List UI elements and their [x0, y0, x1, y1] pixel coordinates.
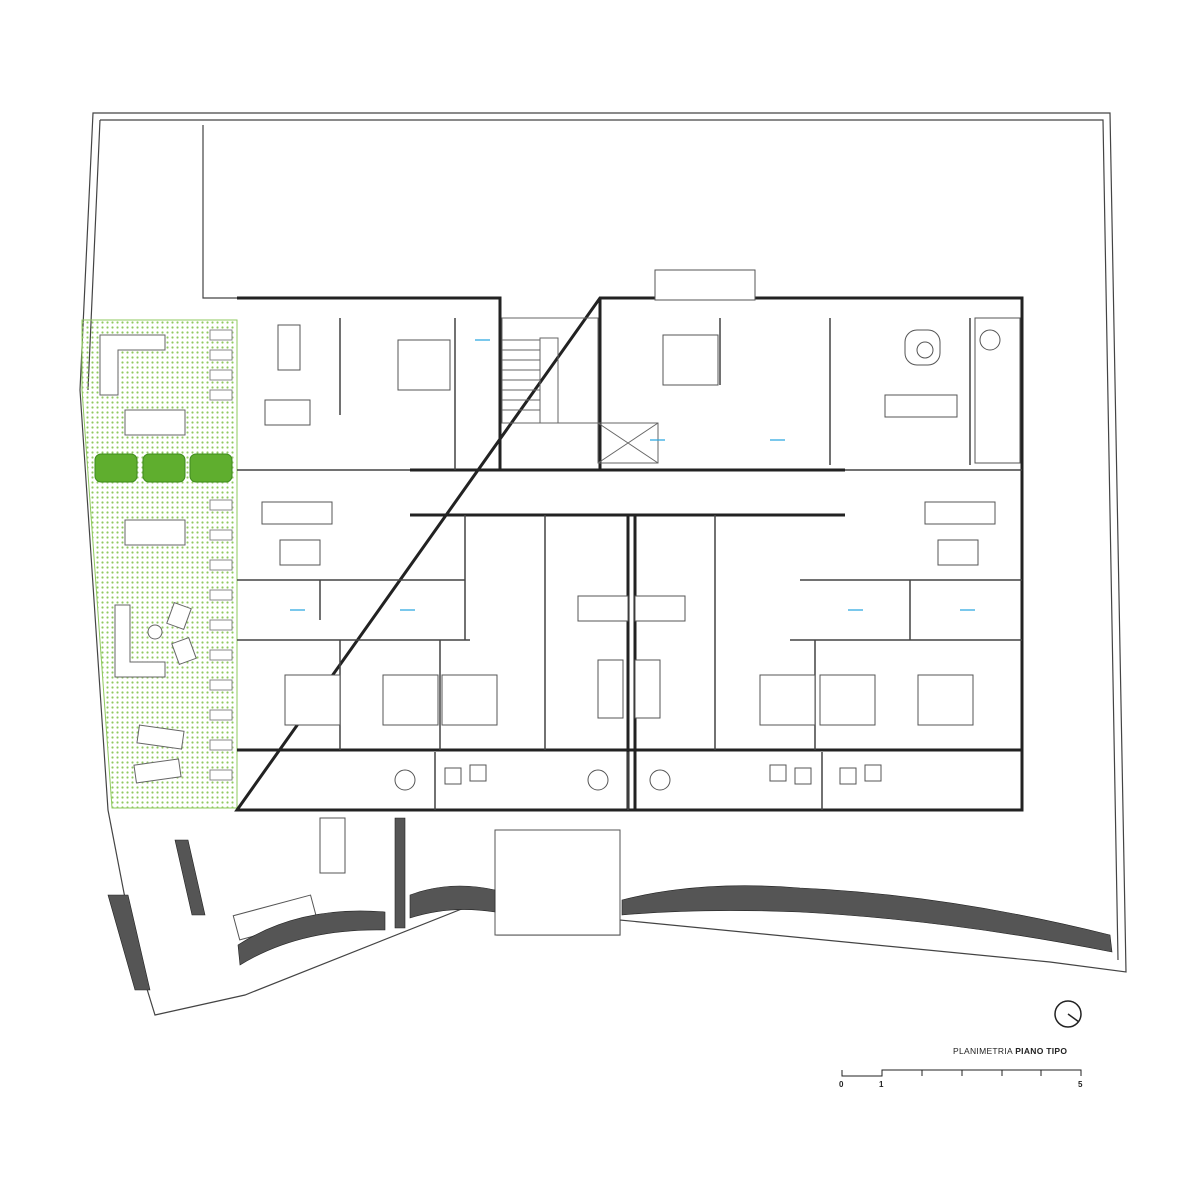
bathroom-fixtures	[290, 339, 975, 611]
plan-title-prefix: PLANIMETRIA	[953, 1046, 1013, 1056]
plan-title: PLANIMETRIA PIANO TIPO	[953, 1046, 1067, 1056]
center-wall	[626, 515, 637, 810]
rear-wall	[202, 125, 237, 299]
scale-bar	[841, 1069, 1082, 1077]
planter-row	[94, 453, 233, 483]
balcony-chairs	[394, 329, 1001, 791]
stair-core-wall	[498, 298, 602, 470]
terrace-furniture	[99, 329, 233, 784]
scale-label-0: 0	[839, 1080, 844, 1089]
stair	[501, 317, 659, 464]
balcony-dividers	[434, 752, 823, 810]
north-arrow-icon	[1054, 1000, 1082, 1028]
furniture	[232, 269, 1021, 941]
corridor-wall	[410, 468, 845, 517]
green-terrace	[81, 319, 238, 809]
hedges	[107, 817, 1113, 991]
scale-label-1: 1	[879, 1080, 884, 1089]
plan-title-main: PIANO TIPO	[1015, 1046, 1068, 1056]
scale-label-5: 5	[1078, 1080, 1083, 1089]
